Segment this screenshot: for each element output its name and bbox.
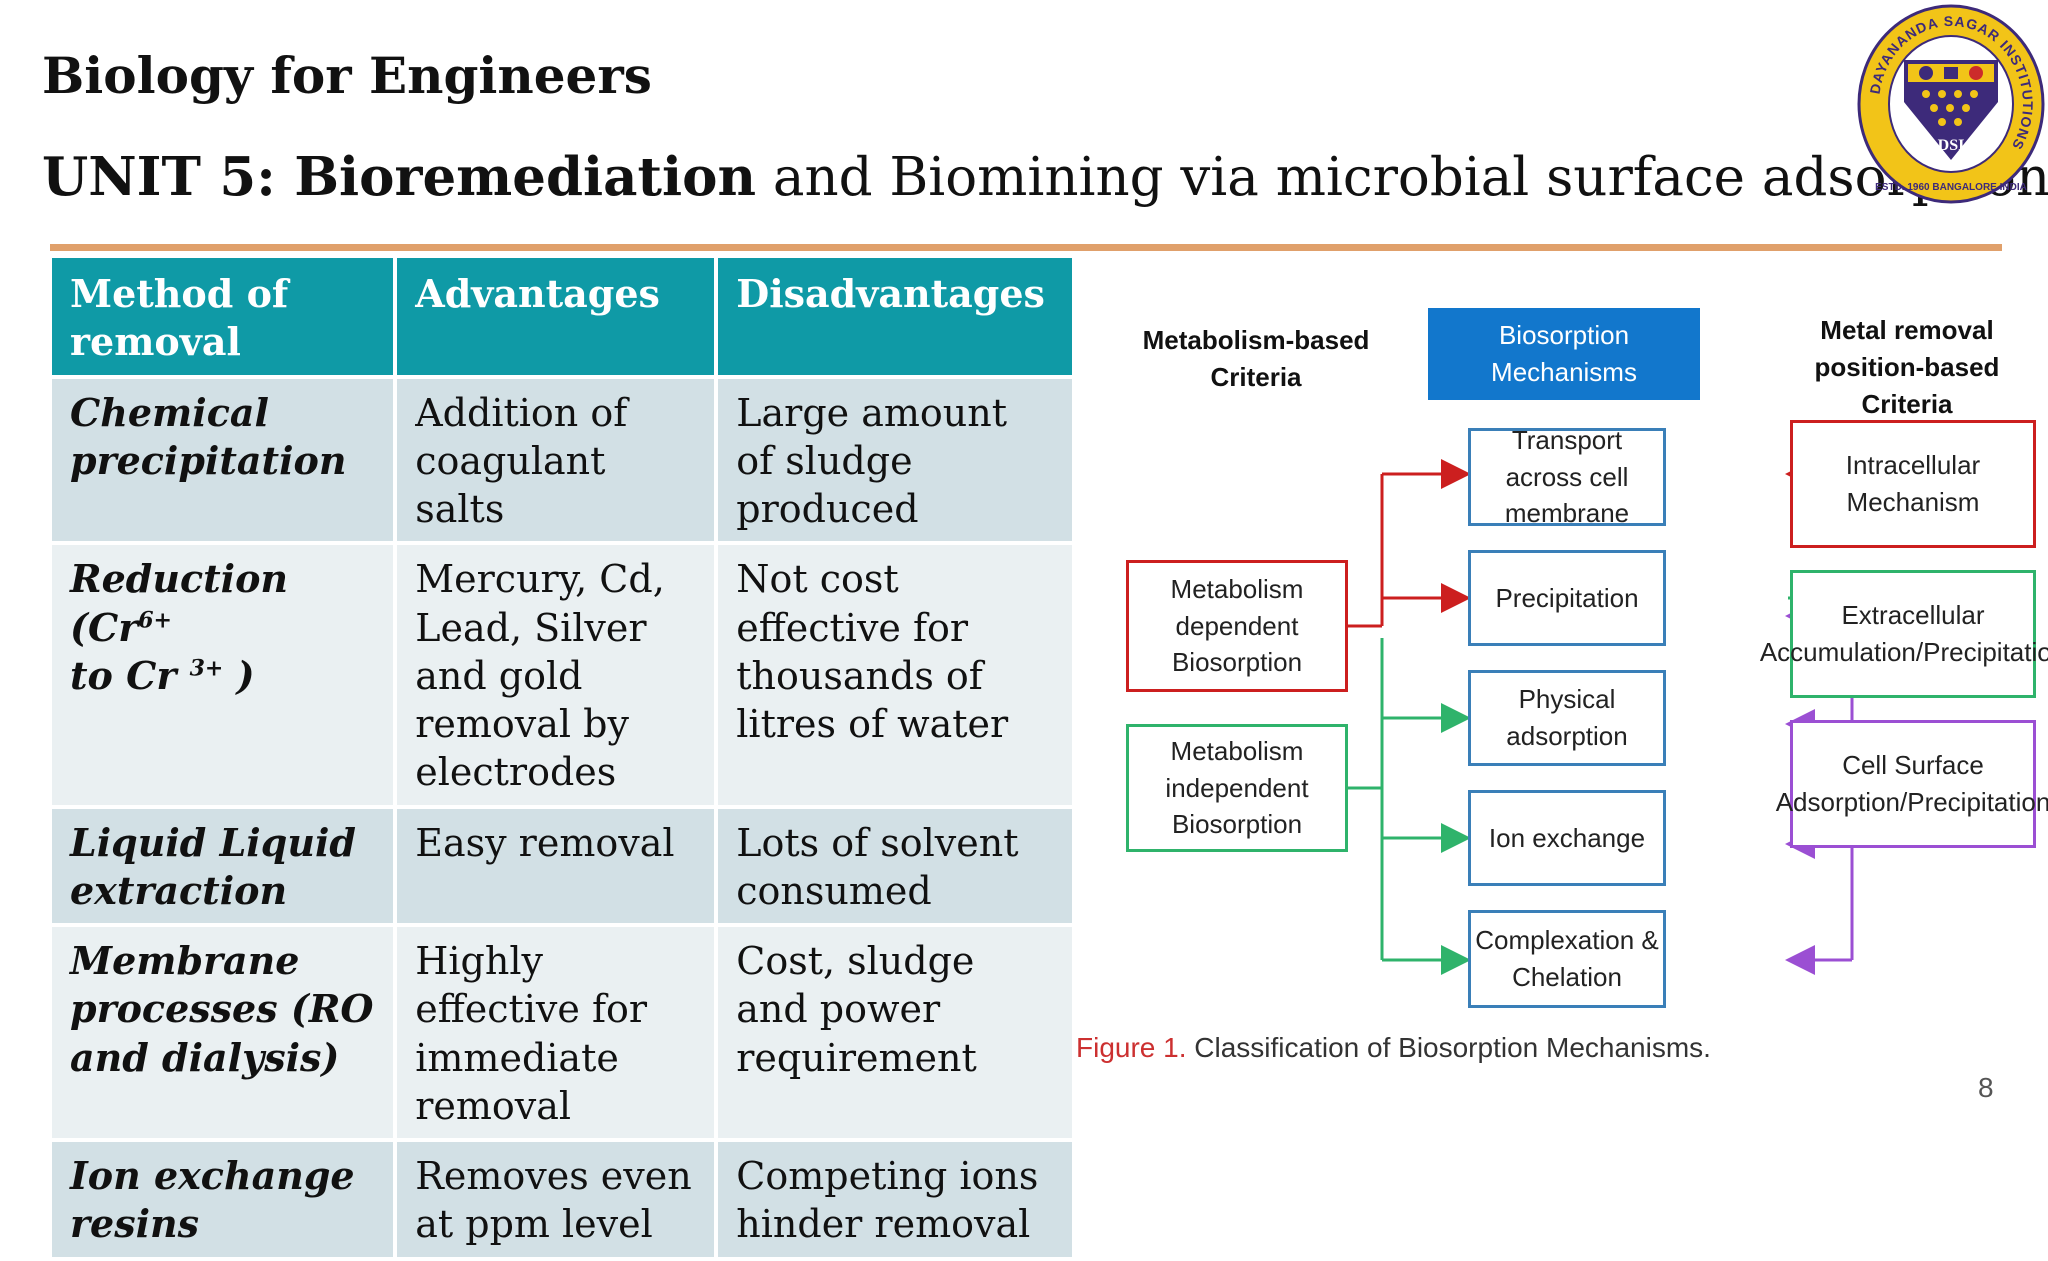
advantages-cell: Mercury, Cd, Lead, Silver and gold remov… xyxy=(397,545,715,805)
method-cell: Chemical precipitation xyxy=(52,378,394,542)
advantages-cell: Removes even at ppm level xyxy=(397,1142,715,1257)
method-cell: Ion exchange resins xyxy=(52,1142,394,1257)
title-divider xyxy=(50,244,2002,251)
advantages-cell: Highly effective for immediate removal xyxy=(397,927,715,1138)
physical-adsorption-box: Physical adsorption xyxy=(1468,670,1666,766)
precipitation-box: Precipitation xyxy=(1468,550,1666,646)
complexation-box: Complexation & Chelation xyxy=(1468,910,1666,1008)
method-cell: Membrane processes (RO and dialysis) xyxy=(52,927,394,1138)
unit-title-rest: and Biomining via microbial surface adso… xyxy=(756,147,2048,208)
figure-caption-text: Classification of Biosorption Mechanisms… xyxy=(1186,1032,1711,1063)
header-advantages: Advantages xyxy=(397,258,715,375)
table-row: Liquid Liquid extraction Easy removal Lo… xyxy=(52,808,1072,923)
right-criteria-header: Metal removal position-based Criteria xyxy=(1814,315,2000,419)
biosorption-diagram: Metabolism-based Criteria Biosorption Me… xyxy=(1076,254,2048,1094)
figure-number: Figure 1. xyxy=(1076,1032,1187,1063)
table-row: Chemical precipitation Addition of coagu… xyxy=(52,378,1072,542)
center-criteria-header: Biosorption Mechanisms xyxy=(1428,308,1700,400)
metabolism-dependent-box: Metabolism dependent Biosorption xyxy=(1126,560,1348,692)
extracellular-box: Extracellular Accumulation/Precipitation xyxy=(1760,570,2048,698)
header-disadvantages: Disadvantages xyxy=(718,258,1072,375)
disadvantages-cell: Large amount of sludge produced xyxy=(718,378,1072,542)
institution-logo: DAYANANDA SAGAR INSTITUTIONS ESTD. 1960 … xyxy=(1857,4,2045,204)
table-row: Membrane processes (RO and dialysis) Hig… xyxy=(52,927,1072,1138)
advantages-cell: Easy removal xyxy=(397,808,715,923)
cell-surface-box: Cell Surface Adsorption/Precipitation xyxy=(1776,720,2048,848)
disadvantages-cell: Competing ions hinder removal xyxy=(718,1142,1072,1257)
table-header-row: Method of removal Advantages Disadvantag… xyxy=(52,258,1072,375)
ion-exchange-box: Ion exchange xyxy=(1468,790,1666,886)
transport-box: Transport across cell membrane xyxy=(1468,425,1666,528)
metabolism-independent-box: Metabolism independent Biosorption xyxy=(1126,724,1348,852)
intracellular-box: Intracellular Mechanism xyxy=(1790,420,2036,548)
unit-title: UNIT 5: Bioremediation and Biomining via… xyxy=(42,146,2048,208)
page-number: 8 xyxy=(1978,1072,1994,1103)
disadvantages-cell: Not cost effective for thousands of litr… xyxy=(718,545,1072,805)
method-cell: Liquid Liquid extraction xyxy=(52,808,394,923)
removal-methods-table: Method of removal Advantages Disadvantag… xyxy=(48,254,1076,1261)
table-row: Reduction (Cr6+ to Cr 3+ ) Mercury, Cd, … xyxy=(52,545,1072,805)
method-cell: Reduction (Cr6+ to Cr 3+ ) xyxy=(52,545,394,805)
advantages-cell: Addition of coagulant salts xyxy=(397,378,715,542)
logo-emblem-text: DSI xyxy=(1938,137,1965,154)
unit-title-bold: UNIT 5: Bioremediation xyxy=(42,146,756,208)
left-criteria-header: Metabolism-based Criteria xyxy=(1142,325,1370,392)
course-title: Biology for Engineers xyxy=(42,46,652,105)
figure-caption: Figure 1. Classification of Biosorption … xyxy=(1076,1032,1711,1064)
table-row: Ion exchange resins Removes even at ppm … xyxy=(52,1142,1072,1257)
logo-estd-text: ESTD. 1960 BANGALORE INDIA xyxy=(1875,182,2027,193)
disadvantages-cell: Cost, sludge and power requirement xyxy=(718,927,1072,1138)
header-method: Method of removal xyxy=(52,258,394,375)
disadvantages-cell: Lots of solvent consumed xyxy=(718,808,1072,923)
